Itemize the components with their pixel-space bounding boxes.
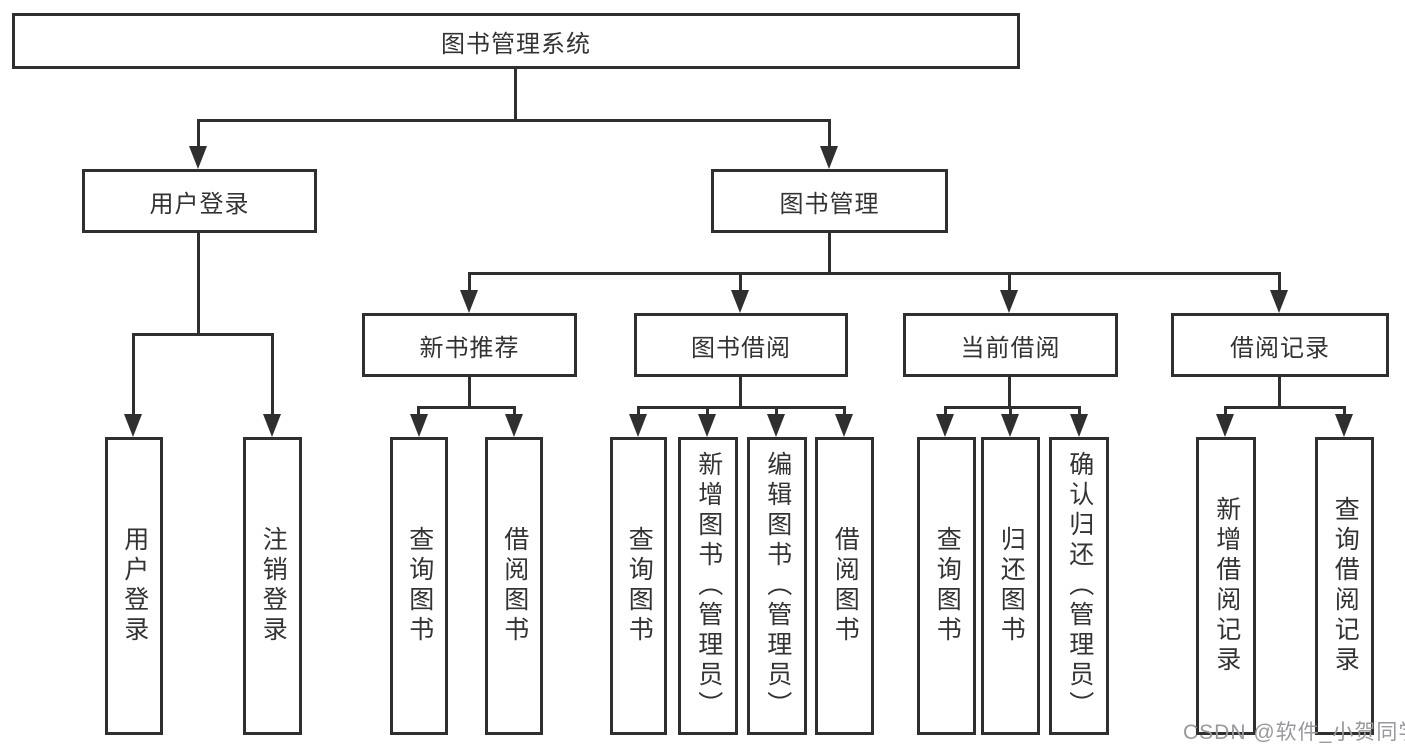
connector-current-crossbar	[944, 406, 1081, 409]
connector-to-new-book-recommend	[468, 272, 471, 294]
leaf-recommend-query-books: 查询图书	[390, 437, 448, 735]
connector-current-stem	[1008, 377, 1011, 408]
leaf-borrowing-query-books: 查询图书	[610, 437, 667, 735]
connector-to-add-books	[706, 406, 709, 418]
leaf-edit-books-admin-label: 编辑图书（管理员）	[763, 451, 792, 721]
node-book-management-branch: 图书管理	[711, 169, 948, 233]
connector-book-management-stem	[828, 233, 831, 275]
connector-to-book-borrowing	[739, 272, 742, 294]
connector-recommend-stem	[468, 377, 471, 408]
connector-to-current-borrowing	[1008, 272, 1011, 294]
connector-book-management-crossbar	[468, 272, 1281, 275]
arrow-to-borrowing-records	[1270, 290, 1288, 313]
node-root-label: 图书管理系统	[441, 30, 591, 58]
connector-user-login-stem	[197, 233, 200, 336]
leaf-borrowing-borrow-books: 借阅图书	[815, 437, 874, 735]
leaf-recommend-borrow-books-label: 借阅图书	[500, 526, 529, 646]
leaf-current-query-books: 查询图书	[917, 437, 976, 735]
arrow-to-recommend-query	[410, 414, 428, 437]
arrow-to-query-record	[1335, 414, 1353, 437]
leaf-add-borrow-record-label: 新增借阅记录	[1212, 496, 1241, 676]
connector-to-recommend-borrow	[513, 406, 516, 418]
node-root-library-system: 图书管理系统	[12, 13, 1020, 69]
arrow-to-book-borrowing	[731, 290, 749, 313]
connector-borrowing-crossbar	[637, 406, 846, 409]
connector-root-crossbar	[197, 119, 831, 122]
leaf-borrowing-borrow-books-label: 借阅图书	[831, 526, 860, 646]
leaf-user-login: 用户登录	[105, 437, 163, 735]
node-borrowing-records: 借阅记录	[1171, 313, 1389, 377]
leaf-add-borrow-record: 新增借阅记录	[1196, 437, 1256, 735]
connector-borrowing-stem	[739, 377, 742, 408]
leaf-return-books-label: 归还图书	[997, 526, 1026, 646]
leaf-recommend-query-books-label: 查询图书	[405, 526, 434, 646]
connector-to-borrowing-borrow	[843, 406, 846, 418]
node-new-book-recommend-label: 新书推荐	[419, 334, 520, 362]
leaf-recommend-borrow-books: 借阅图书	[485, 437, 543, 735]
leaf-add-books-admin: 新增图书（管理员）	[678, 437, 738, 735]
connector-to-recommend-query	[417, 406, 420, 418]
leaf-confirm-return-admin: 确认归还（管理员）	[1049, 437, 1109, 735]
arrow-to-confirm-return	[1070, 414, 1088, 437]
arrow-to-add-books	[698, 414, 716, 437]
node-current-borrowing: 当前借阅	[903, 313, 1118, 377]
arrow-to-leaf-logout	[263, 414, 281, 437]
arrow-to-leaf-user-login	[124, 414, 142, 437]
connector-root-to-user-login	[197, 119, 200, 150]
arrow-to-current-query	[936, 414, 954, 437]
leaf-query-borrow-record: 查询借阅记录	[1315, 437, 1374, 735]
connector-root-stem	[514, 69, 517, 122]
leaf-logout: 注销登录	[243, 437, 302, 735]
node-book-borrowing-label: 图书借阅	[691, 334, 791, 362]
connector-to-borrowing-query	[637, 406, 640, 418]
connector-to-leaf-user-login	[132, 333, 135, 416]
leaf-logout-label: 注销登录	[259, 526, 288, 646]
leaf-query-borrow-record-label: 查询借阅记录	[1331, 496, 1360, 676]
connector-records-stem	[1278, 377, 1281, 408]
connector-user-login-crossbar	[132, 333, 274, 336]
arrow-to-edit-books	[767, 414, 785, 437]
connector-to-add-record	[1224, 406, 1227, 418]
connector-to-return-books	[1009, 406, 1012, 418]
connector-to-borrowing-records	[1278, 272, 1281, 294]
node-new-book-recommend: 新书推荐	[362, 313, 577, 377]
node-book-borrowing: 图书借阅	[634, 313, 848, 377]
node-current-borrowing-label: 当前借阅	[960, 334, 1061, 362]
node-user-login-branch: 用户登录	[82, 169, 317, 233]
connector-to-current-query	[944, 406, 947, 418]
node-book-management-branch-label: 图书管理	[779, 190, 880, 218]
leaf-borrowing-query-books-label: 查询图书	[625, 526, 654, 646]
connector-records-crossbar	[1224, 406, 1345, 409]
arrow-to-borrowing-query	[629, 414, 647, 437]
leaf-current-query-books-label: 查询图书	[933, 526, 962, 646]
leaf-confirm-return-admin-label: 确认归还（管理员）	[1065, 451, 1094, 721]
arrow-to-borrowing-borrow	[835, 414, 853, 437]
leaf-add-books-admin-label: 新增图书（管理员）	[694, 451, 723, 721]
arrow-to-add-record	[1216, 414, 1234, 437]
connector-recommend-crossbar	[417, 406, 516, 409]
arrow-to-current-borrowing	[1000, 290, 1018, 313]
arrow-to-user-login	[189, 146, 207, 169]
arrow-to-return-books	[1001, 414, 1019, 437]
node-borrowing-records-label: 借阅记录	[1230, 334, 1330, 362]
connector-to-leaf-logout	[271, 333, 274, 416]
csdn-watermark: CSDN @软件_小贺同学	[1183, 721, 1405, 744]
connector-to-query-record	[1343, 406, 1346, 418]
arrow-to-recommend-borrow	[505, 414, 523, 437]
connector-to-edit-books	[775, 406, 778, 418]
connector-root-to-book-management	[828, 119, 831, 150]
node-user-login-branch-label: 用户登录	[149, 190, 250, 218]
arrow-to-new-book-recommend	[460, 290, 478, 313]
arrow-to-book-management	[820, 146, 838, 169]
leaf-return-books: 归还图书	[981, 437, 1040, 735]
connector-to-confirm-return	[1078, 406, 1081, 418]
leaf-user-login-label: 用户登录	[120, 526, 149, 646]
leaf-edit-books-admin: 编辑图书（管理员）	[747, 437, 807, 735]
